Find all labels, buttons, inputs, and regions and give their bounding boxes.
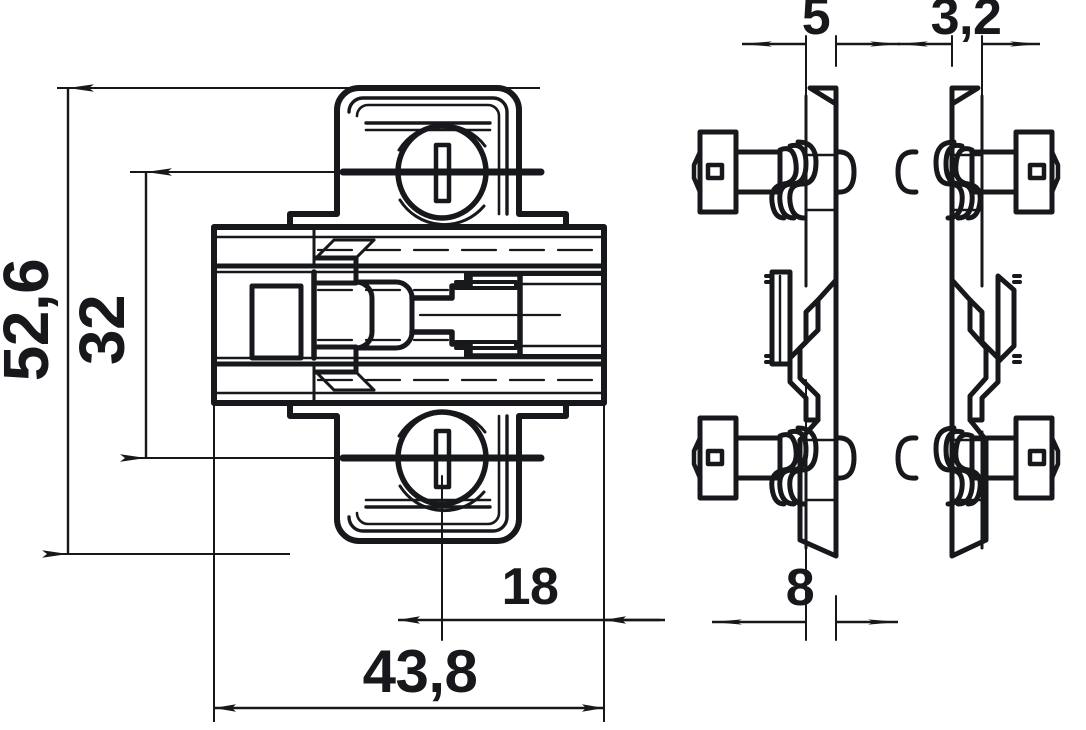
dimension-label-8: 8	[786, 559, 814, 617]
section-view-left	[691, 35, 857, 641]
dimension-52-6	[42, 84, 540, 558]
screw-bottom-right	[895, 415, 1061, 507]
dimension-label-52-6: 52,6	[0, 259, 62, 382]
dimension-label-3-2: 3,2	[931, 0, 1002, 46]
dimension-label-43-8: 43,8	[363, 638, 478, 705]
dimension-label-5: 5	[802, 0, 830, 46]
dimension-label-18: 18	[502, 558, 559, 616]
section-view-right	[895, 35, 1061, 559]
screw-bottom-left	[691, 415, 857, 507]
plan-body	[211, 224, 607, 406]
plan-wing-top	[287, 85, 569, 230]
dimension-43-8	[213, 227, 605, 722]
plan-screw-head-top	[339, 123, 545, 227]
dimension-32	[120, 168, 400, 462]
screw-top-left	[691, 129, 857, 221]
screw-top-right	[895, 129, 1061, 221]
dimension-label-32: 32	[66, 295, 138, 365]
plan-wing-bottom	[287, 400, 569, 544]
